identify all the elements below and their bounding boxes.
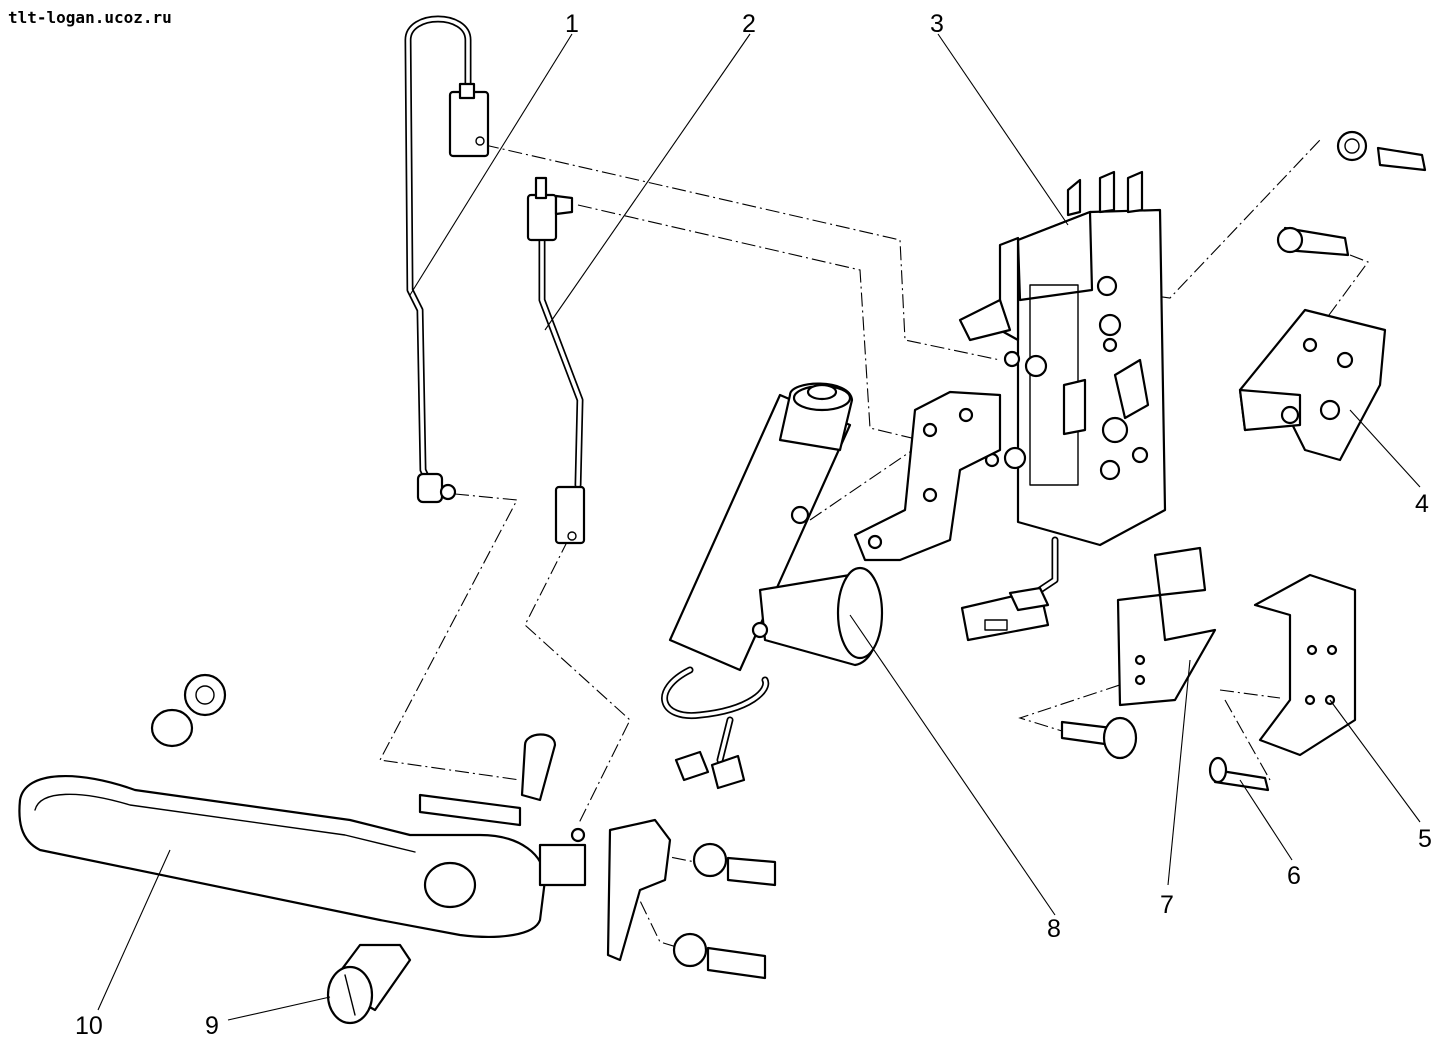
callout-3: 3	[930, 10, 944, 38]
lock-cylinder-9	[326, 943, 412, 1025]
leader-lines	[97, 33, 1421, 1021]
door-handle-10	[18, 733, 587, 938]
striker-4	[1238, 226, 1387, 462]
callout-9: 9	[205, 1012, 219, 1040]
lock-rod-1	[404, 15, 490, 504]
lock-bracket	[853, 390, 1002, 562]
callout-2: 2	[742, 10, 756, 38]
lock-actuator-8	[661, 382, 884, 790]
callout-6: 6	[1287, 862, 1301, 890]
screw-6	[1208, 756, 1270, 792]
callout-5: 5	[1418, 825, 1432, 853]
door-lock-3	[958, 170, 1167, 642]
bracket-5	[1253, 573, 1357, 757]
callout-labels: 1 2 3 4 5 6 7 8 9 10	[75, 10, 1432, 1040]
assembly-lines	[379, 139, 1369, 949]
callout-7: 7	[1160, 891, 1174, 919]
site-watermark: tlt-logan.ucoz.ru	[8, 8, 172, 27]
lock-rod-2	[526, 176, 586, 545]
nut-washer	[150, 673, 227, 748]
hinge-bracket-7	[1060, 546, 1217, 760]
callout-8: 8	[1047, 915, 1061, 943]
callout-10: 10	[75, 1012, 103, 1040]
callout-1: 1	[565, 10, 579, 38]
handle-mounting-plate	[606, 818, 777, 980]
callout-4: 4	[1415, 490, 1429, 518]
screw-top-right	[1336, 130, 1427, 172]
